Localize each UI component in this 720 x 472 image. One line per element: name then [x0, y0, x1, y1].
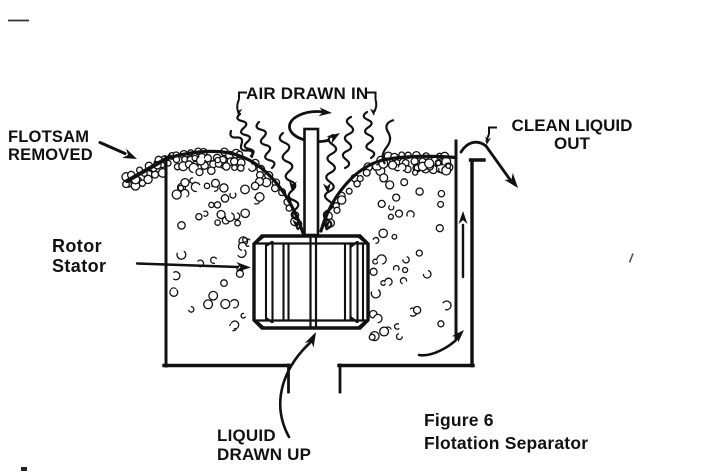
rotor-stator-pointer-arrow	[135, 262, 240, 269]
figure-caption: Figure 6 Flotation Separator	[424, 410, 589, 453]
flotsam-arrow	[98, 141, 127, 155]
rotor-stator-assembly	[252, 234, 370, 330]
tank-right-outer-wall	[468, 158, 486, 368]
flotsam-removed-label: FLOTSAM REMOVED	[8, 128, 93, 164]
drive-shaft	[303, 127, 320, 237]
air-right-leader	[367, 91, 378, 112]
right-tick-mark	[628, 253, 634, 263]
vortex-left-line	[166, 149, 305, 235]
flotsam-spill-line	[125, 154, 172, 183]
liquid-drawn-up-label: LIQUID DRAWN UP	[217, 426, 312, 464]
arrowheads	[122, 107, 518, 348]
flow-arrows	[98, 140, 513, 439]
air-hook-line	[381, 118, 395, 165]
bottom-left-speck	[21, 467, 27, 471]
clean-liquid-out-arrow	[459, 140, 513, 183]
clean-liquid-out-label: CLEAN LIQUID OUT	[511, 116, 633, 153]
bottom-circulation-arrow	[417, 335, 461, 357]
shaft-through-rotor	[309, 236, 318, 328]
rotor-stator-label: Rotor Stator	[52, 236, 107, 276]
stray-marks	[8, 19, 634, 471]
air-drawn-in-label: AIR DRAWN IN	[246, 84, 369, 103]
liquid-drawn-up-arrow	[279, 339, 314, 439]
air-flow-lines	[229, 110, 376, 231]
separator-tank	[162, 139, 486, 394]
